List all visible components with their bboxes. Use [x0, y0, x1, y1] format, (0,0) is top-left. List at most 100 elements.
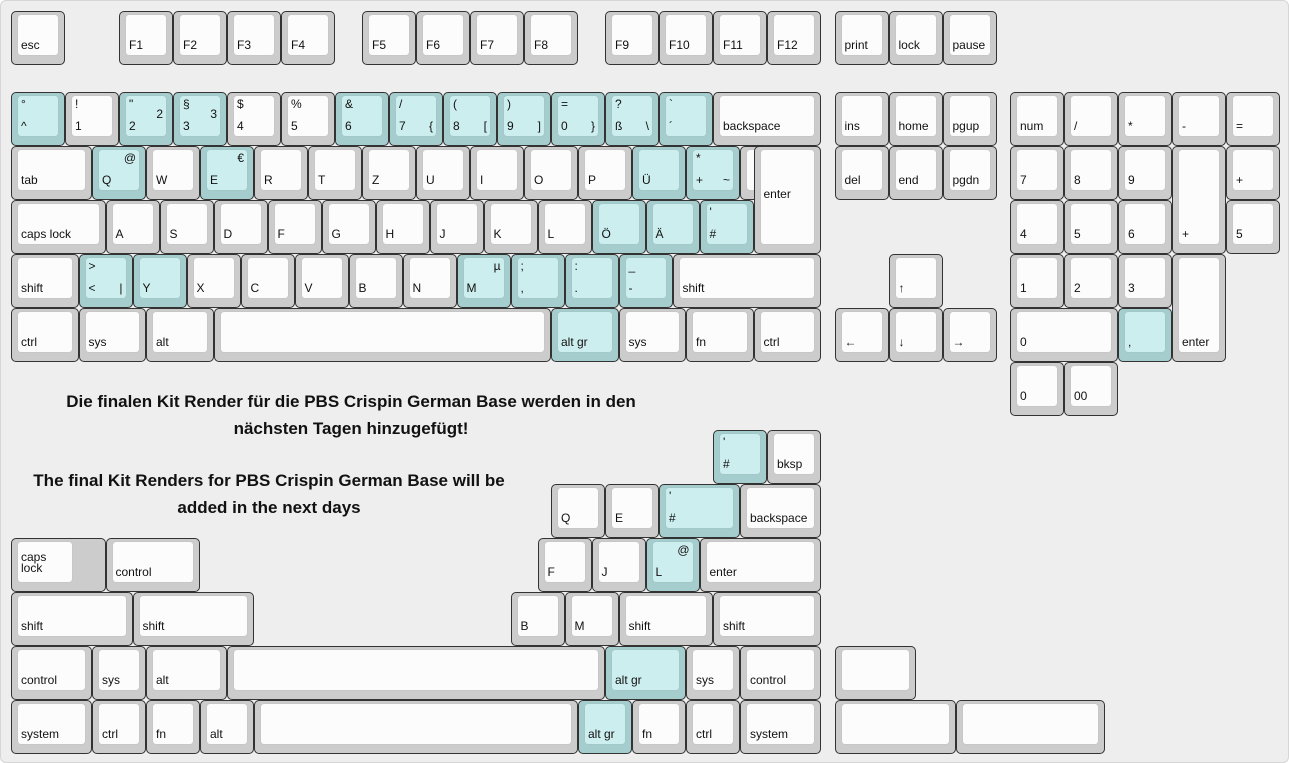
key-7[interactable]: /7{: [389, 92, 443, 146]
key-k[interactable]: K: [483, 200, 538, 254]
key-n[interactable]: N: [402, 254, 457, 308]
key-bksp[interactable]: bksp: [767, 429, 821, 484]
key-ä[interactable]: Ä: [645, 200, 700, 254]
key-blank[interactable]: [227, 645, 605, 700]
key-end[interactable]: end: [888, 146, 943, 200]
key-enter[interactable]: enter: [699, 537, 821, 592]
key-b[interactable]: B: [510, 591, 565, 646]
key-home[interactable]: home: [888, 92, 943, 146]
key-5[interactable]: 5: [1226, 200, 1280, 254]
key-system[interactable]: system: [11, 699, 92, 754]
key-t[interactable]: T: [308, 146, 362, 200]
key-symbol[interactable]: /: [1064, 92, 1118, 146]
key-shift[interactable]: shift: [713, 591, 821, 646]
key-u[interactable]: U: [416, 146, 470, 200]
key-4[interactable]: $4: [227, 92, 281, 146]
key-caps-lock[interactable]: caps lock: [11, 200, 106, 254]
key-alt-gr[interactable]: alt gr: [605, 645, 686, 700]
key-f1[interactable]: F1: [119, 11, 173, 65]
key-r[interactable]: R: [254, 146, 308, 200]
key-0[interactable]: =0}: [551, 92, 605, 146]
key-i[interactable]: I: [470, 146, 524, 200]
key-d[interactable]: D: [213, 200, 268, 254]
key-symbol[interactable]: ↓: [888, 308, 943, 362]
key-f11[interactable]: F11: [713, 11, 767, 65]
key-symbol[interactable]: *+~: [686, 146, 740, 200]
key-8[interactable]: 8: [1064, 146, 1118, 200]
key-symbol[interactable]: ;,: [510, 254, 565, 308]
key-symbol[interactable]: *: [1118, 92, 1172, 146]
key-system[interactable]: system: [740, 699, 821, 754]
key-del[interactable]: del: [834, 146, 889, 200]
key-f3[interactable]: F3: [227, 11, 281, 65]
key-symbol[interactable]: :.: [564, 254, 619, 308]
key-symbol[interactable]: `´: [659, 92, 713, 146]
key-tab[interactable]: tab: [11, 146, 92, 200]
key-symbol[interactable]: ><|: [78, 254, 133, 308]
key-enter[interactable]: enter: [753, 146, 821, 254]
key-symbol[interactable]: =: [1226, 92, 1280, 146]
key-blank[interactable]: [254, 699, 578, 754]
key-alt[interactable]: alt: [200, 699, 254, 754]
key-c[interactable]: C: [240, 254, 295, 308]
key-e[interactable]: E: [605, 483, 659, 538]
key-symbol[interactable]: _-: [618, 254, 673, 308]
key-j[interactable]: J: [591, 537, 646, 592]
key-num[interactable]: num: [1010, 92, 1064, 146]
key-f7[interactable]: F7: [470, 11, 524, 65]
key-j[interactable]: J: [429, 200, 484, 254]
key-m[interactable]: M: [564, 591, 619, 646]
key-pgup[interactable]: pgup: [942, 92, 997, 146]
key-blank[interactable]: [834, 699, 956, 754]
key-fn[interactable]: fn: [632, 699, 686, 754]
key-f4[interactable]: F4: [281, 11, 335, 65]
key-ctrl[interactable]: ctrl: [92, 699, 146, 754]
key-backspace[interactable]: backspace: [740, 483, 821, 538]
key-ö[interactable]: Ö: [591, 200, 646, 254]
key-2[interactable]: 2: [1064, 254, 1118, 308]
key-lock[interactable]: lock: [888, 11, 943, 65]
key-q[interactable]: @Q: [92, 146, 146, 200]
key-s[interactable]: S: [159, 200, 214, 254]
key-caps-lock[interactable]: caps lock: [11, 537, 106, 592]
key-sys[interactable]: sys: [686, 645, 740, 700]
key-alt[interactable]: alt: [146, 645, 227, 700]
key-l[interactable]: @L: [645, 537, 700, 592]
key-f6[interactable]: F6: [416, 11, 470, 65]
key-control[interactable]: control: [740, 645, 821, 700]
key-control[interactable]: control: [11, 645, 92, 700]
key-6[interactable]: 6: [1118, 200, 1172, 254]
key-alt-gr[interactable]: alt gr: [551, 308, 619, 362]
key-shift[interactable]: shift: [11, 591, 133, 646]
key-shift[interactable]: shift: [672, 254, 821, 308]
key-f5[interactable]: F5: [362, 11, 416, 65]
key-ß[interactable]: ?ß\: [605, 92, 659, 146]
key-blank[interactable]: [956, 699, 1105, 754]
key-7[interactable]: 7: [1010, 146, 1064, 200]
key-shift[interactable]: shift: [618, 591, 713, 646]
key-symbol[interactable]: +: [1172, 146, 1226, 254]
key-w[interactable]: W: [146, 146, 200, 200]
key-pause[interactable]: pause: [942, 11, 997, 65]
key-sys[interactable]: sys: [78, 308, 146, 362]
key-backspace[interactable]: backspace: [713, 92, 821, 146]
key-esc[interactable]: esc: [11, 11, 65, 65]
key-symbol[interactable]: ↑: [888, 254, 943, 308]
key-00[interactable]: 00: [1064, 362, 1118, 416]
key-f12[interactable]: F12: [767, 11, 821, 65]
key-symbol[interactable]: -: [1172, 92, 1226, 146]
key-e[interactable]: €E: [200, 146, 254, 200]
key-6[interactable]: &6: [335, 92, 389, 146]
key-f9[interactable]: F9: [605, 11, 659, 65]
key-h[interactable]: H: [375, 200, 430, 254]
key-enter[interactable]: enter: [1172, 254, 1226, 362]
key-5[interactable]: %5: [281, 92, 335, 146]
key-0[interactable]: 0: [1010, 308, 1118, 362]
key-f8[interactable]: F8: [524, 11, 578, 65]
key-fn[interactable]: fn: [146, 699, 200, 754]
key-ctrl[interactable]: ctrl: [753, 308, 821, 362]
key-v[interactable]: V: [294, 254, 349, 308]
